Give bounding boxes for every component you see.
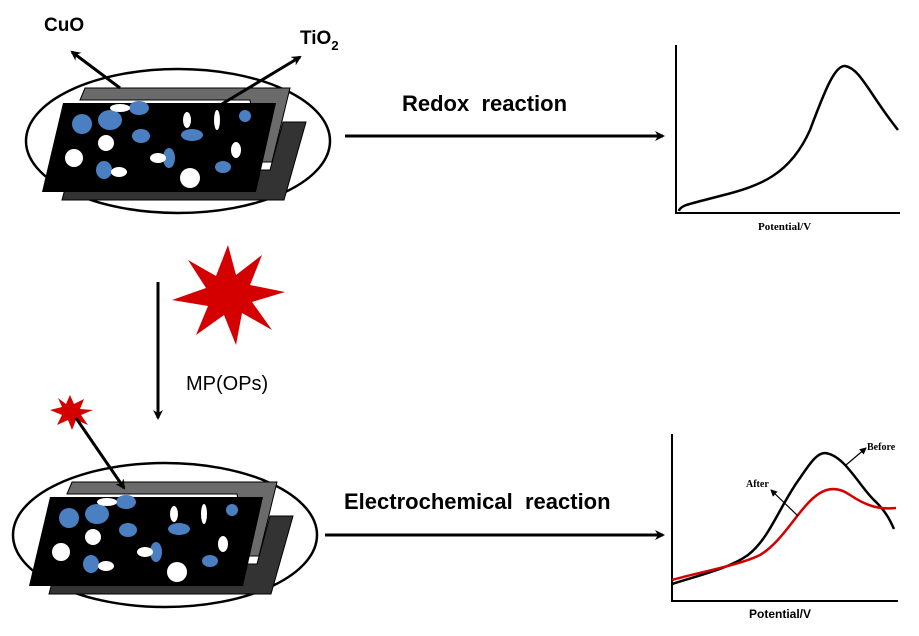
mp-ops-star-icon: [172, 245, 285, 345]
small-mp-star-icon: [50, 395, 93, 430]
top-voltammogram: Potential/V: [675, 45, 900, 233]
tio2-label-sub: 2: [331, 38, 338, 53]
cuo-label: CuO: [44, 15, 84, 36]
after-label: After: [746, 479, 769, 490]
x-axis-label: Potential/V: [749, 607, 811, 621]
electrode-ellipse: [11, 461, 319, 609]
sensor-electrode-top: CuO TiO2: [24, 15, 339, 215]
redox-curve: [677, 64, 899, 212]
sensor-electrode-bottom: [11, 395, 319, 609]
electrode-ellipse: [24, 67, 332, 215]
after-curve: [671, 487, 897, 582]
cuo-pointer-arrow: [70, 50, 121, 90]
electrochemical-label: Electrochemical reaction: [344, 489, 611, 514]
adsorption-arrow: [74, 417, 126, 490]
after-pointer: [770, 489, 799, 517]
tio2-pointer-arrow: [221, 55, 302, 106]
before-curve: [671, 451, 896, 586]
tio2-label: TiO2: [300, 28, 339, 53]
redox-label: Redox reaction: [402, 91, 567, 116]
x-axis-label: Potential/V: [758, 221, 811, 233]
before-label: Before: [867, 442, 896, 453]
plates: [29, 481, 294, 595]
tio2-label-main: TiO: [300, 28, 331, 49]
before-pointer: [845, 447, 867, 466]
mp-ops-label: MP(OPs): [186, 373, 268, 395]
bottom-voltammogram: Before After Potential/V: [671, 434, 898, 621]
